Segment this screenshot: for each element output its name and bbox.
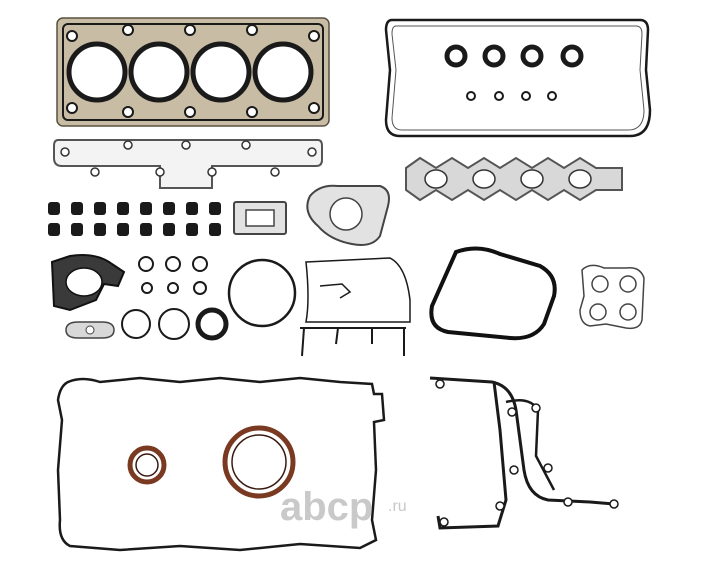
oil-cooler-gasket (579, 264, 645, 330)
turbo-outlet-gasket (306, 184, 390, 246)
cam-cover-seal-rings (444, 44, 584, 101)
large-o-ring (227, 258, 297, 328)
watermark-domain-text: .ru (388, 498, 407, 515)
small-flange-gasket (65, 321, 115, 339)
crankshaft-seals (127, 425, 296, 499)
timing-cover-gasket (300, 257, 411, 357)
oil-pan-gasket (56, 376, 386, 552)
intake-manifold-gasket (53, 139, 323, 189)
front-cover-gasket (429, 246, 557, 341)
watermark-logo: abcp .ru (280, 483, 430, 531)
valve-stem-seals (48, 202, 221, 236)
turbo-flange-gasket (233, 201, 287, 235)
watermark-main-text: abcp (280, 485, 374, 529)
exhaust-manifold-gasket (405, 156, 623, 202)
timing-rear-gasket (429, 376, 619, 530)
cylinder-head-gasket (56, 17, 330, 127)
valve-cover-gasket (384, 18, 652, 138)
water-pump-gasket (50, 254, 126, 312)
o-rings-small (121, 256, 229, 341)
